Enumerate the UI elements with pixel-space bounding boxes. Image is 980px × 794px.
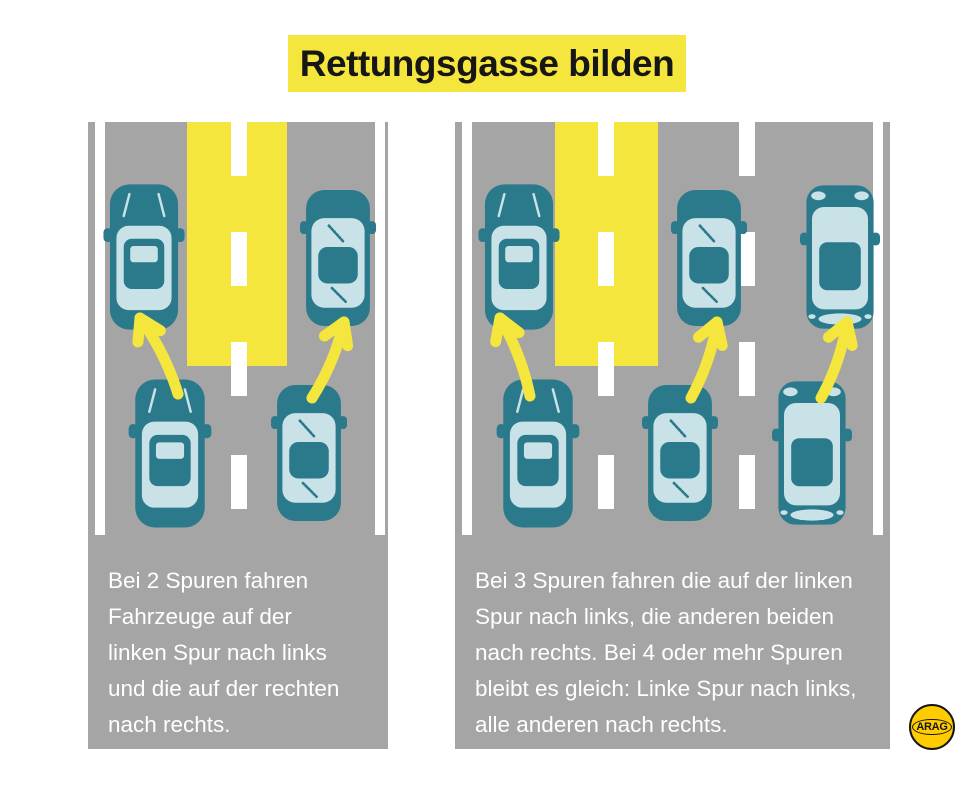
move-over-arrow-icon (490, 312, 536, 402)
move-over-arrow-icon (306, 316, 354, 404)
two-lane-panel: Bei 2 Spuren fahren Fahrzeuge auf der li… (88, 122, 388, 749)
car-car-a (496, 378, 580, 529)
road-edge-line (95, 122, 105, 535)
lane-divider-dash (598, 455, 614, 509)
lane-divider-dash (739, 342, 755, 396)
road-edge-line (462, 122, 472, 535)
car-car-c (772, 381, 852, 525)
lane-divider-dash (231, 455, 247, 509)
car-car-b (271, 383, 347, 523)
arrow-head (132, 312, 166, 348)
lane-divider-dash (739, 455, 755, 509)
move-over-arrow-icon (132, 312, 184, 400)
arrow-head (490, 312, 525, 348)
lane-divider-dash (598, 342, 614, 396)
three-lane-panel: Bei 3 Spuren fahren die auf der linken S… (455, 122, 890, 749)
three-lane-road-graphic (462, 122, 883, 535)
three-lane-caption: Bei 3 Spuren fahren die auf der linken S… (475, 568, 857, 737)
car-car-b (300, 188, 376, 328)
lane-divider-dash (231, 122, 247, 176)
car-car-a (128, 378, 212, 529)
road-edge-line (873, 122, 883, 535)
arrow-head (693, 316, 728, 351)
car-car-b (642, 383, 718, 523)
move-over-arrow-icon (815, 316, 858, 404)
arrow-head (318, 316, 354, 352)
two-lane-caption: Bei 2 Spuren fahren Fahrzeuge auf der li… (108, 568, 340, 737)
page-title: Rettungsgasse bilden (299, 42, 675, 84)
lane-divider-dash (598, 232, 614, 286)
arrow-head (823, 316, 858, 351)
road-edge-line (375, 122, 385, 535)
car-car-a (103, 183, 185, 331)
lane-divider-dash (739, 122, 755, 176)
title-banner: Rettungsgasse bilden (288, 35, 686, 92)
lane-divider-dash (598, 122, 614, 176)
car-car-b (671, 188, 747, 328)
lane-divider-dash (739, 232, 755, 286)
arag-logo: ARAG (909, 704, 955, 750)
move-over-arrow-icon (685, 316, 728, 404)
car-car-a (478, 183, 560, 331)
lane-divider-dash (231, 342, 247, 396)
lane-divider-dash (231, 232, 247, 286)
two-lane-road-graphic (95, 122, 385, 535)
arag-logo-label: ARAG (912, 719, 952, 735)
car-car-c (800, 185, 880, 329)
